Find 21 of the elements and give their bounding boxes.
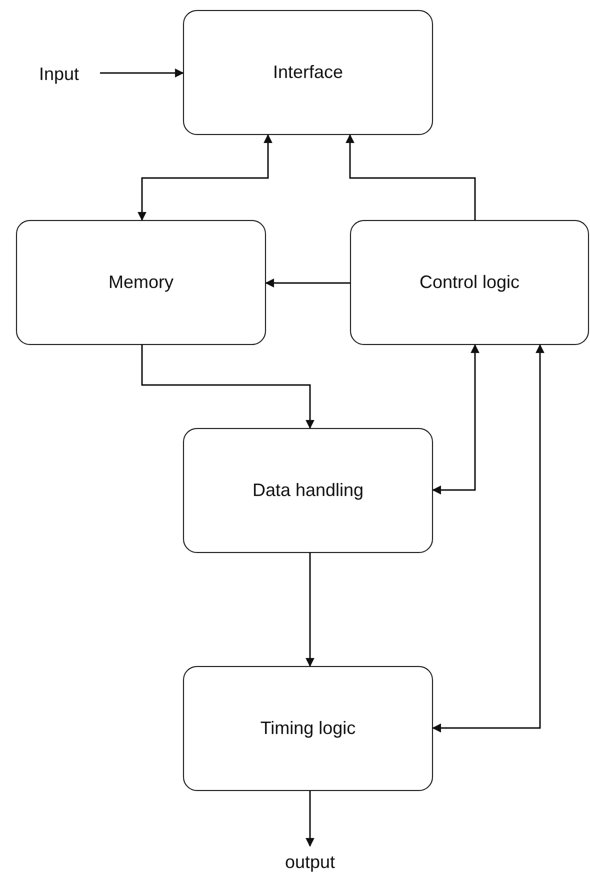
arrow: [100, 68, 184, 78]
arrow: [141, 345, 314, 429]
process-box: [16, 220, 266, 345]
process-box: [183, 666, 433, 791]
arrow: [432, 344, 480, 494]
terminal-label: output: [284, 852, 336, 872]
box-label: Memory: [108, 272, 174, 293]
process-box: [183, 428, 433, 553]
arrow: [306, 791, 314, 847]
process-box: [183, 10, 433, 135]
box-label: Control logic: [419, 272, 520, 293]
arrow: [138, 134, 272, 221]
arrow: [306, 553, 314, 667]
terminal-label: Input: [38, 64, 80, 84]
box-label: Timing logic: [260, 718, 356, 739]
arrow: [432, 344, 544, 732]
arrow: [346, 134, 476, 220]
arrow: [265, 278, 350, 288]
box-label: Interface: [272, 62, 344, 83]
process-box: [350, 220, 589, 345]
box-label: Data handling: [252, 480, 364, 501]
